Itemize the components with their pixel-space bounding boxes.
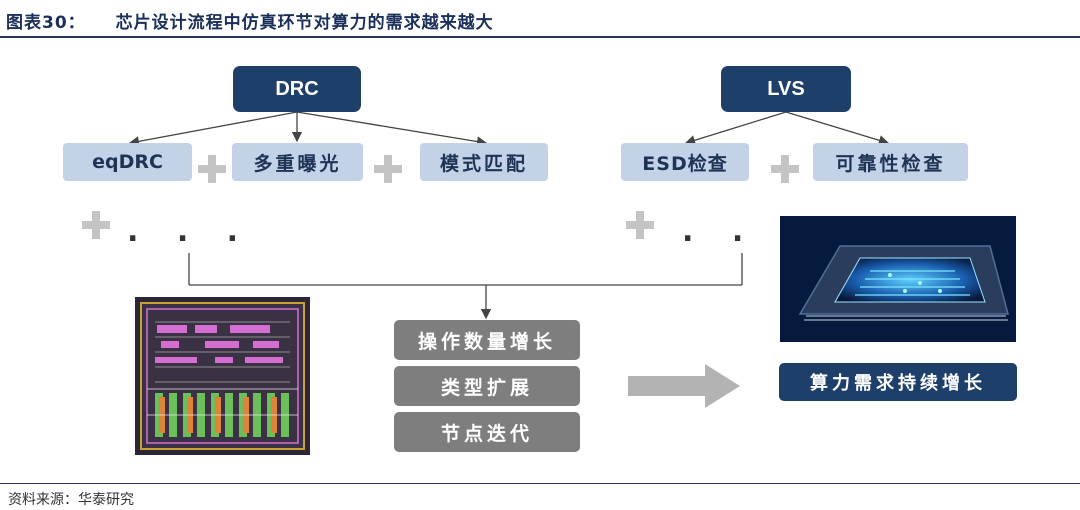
processor-chip-image [780, 216, 1016, 342]
drc-box: DRC [233, 66, 361, 112]
plus-icon [198, 155, 226, 183]
plus-icon [626, 211, 654, 239]
reliability-check-box: 可靠性检查 [813, 143, 968, 181]
lvs-to-esd-arrow [684, 111, 787, 146]
drc-ellipsis: . . . [127, 214, 253, 249]
multi-patterning-box: 多重曝光 [232, 143, 363, 181]
bottom-divider [0, 483, 1080, 484]
drc-to-patternmatch-arrow [296, 111, 488, 147]
chip-layout-image [135, 297, 310, 455]
operation-count-growth-box: 操作数量增长 [394, 320, 580, 360]
figure-title: 图表30： 芯片设计流程中仿真环节对算力的需求越来越大 [6, 8, 494, 33]
plus-icon [82, 211, 110, 239]
source-note: 资料来源：华泰研究 [8, 492, 134, 508]
plus-icon [374, 155, 402, 183]
top-divider [0, 36, 1080, 38]
figure-number: 图表30： [6, 13, 86, 33]
lvs-box: LVS [721, 66, 851, 112]
plus-icon [771, 155, 799, 183]
eqdrc-box: eqDRC [63, 143, 192, 181]
right-arrow-icon [628, 364, 740, 408]
compute-demand-growth-box: 算力需求持续增长 [779, 363, 1017, 401]
figure-title-text: 芯片设计流程中仿真环节对算力的需求越来越大 [115, 13, 494, 33]
pattern-matching-box: 模式匹配 [420, 143, 548, 181]
lvs-to-reliability-arrow [785, 111, 890, 146]
esd-check-box: ESD检查 [621, 143, 749, 181]
lvs-ellipsis: . . . [682, 214, 808, 249]
drc-to-eqdrc-arrow [128, 111, 298, 147]
node-iteration-box: 节点迭代 [394, 412, 580, 452]
type-expansion-box: 类型扩展 [394, 366, 580, 406]
